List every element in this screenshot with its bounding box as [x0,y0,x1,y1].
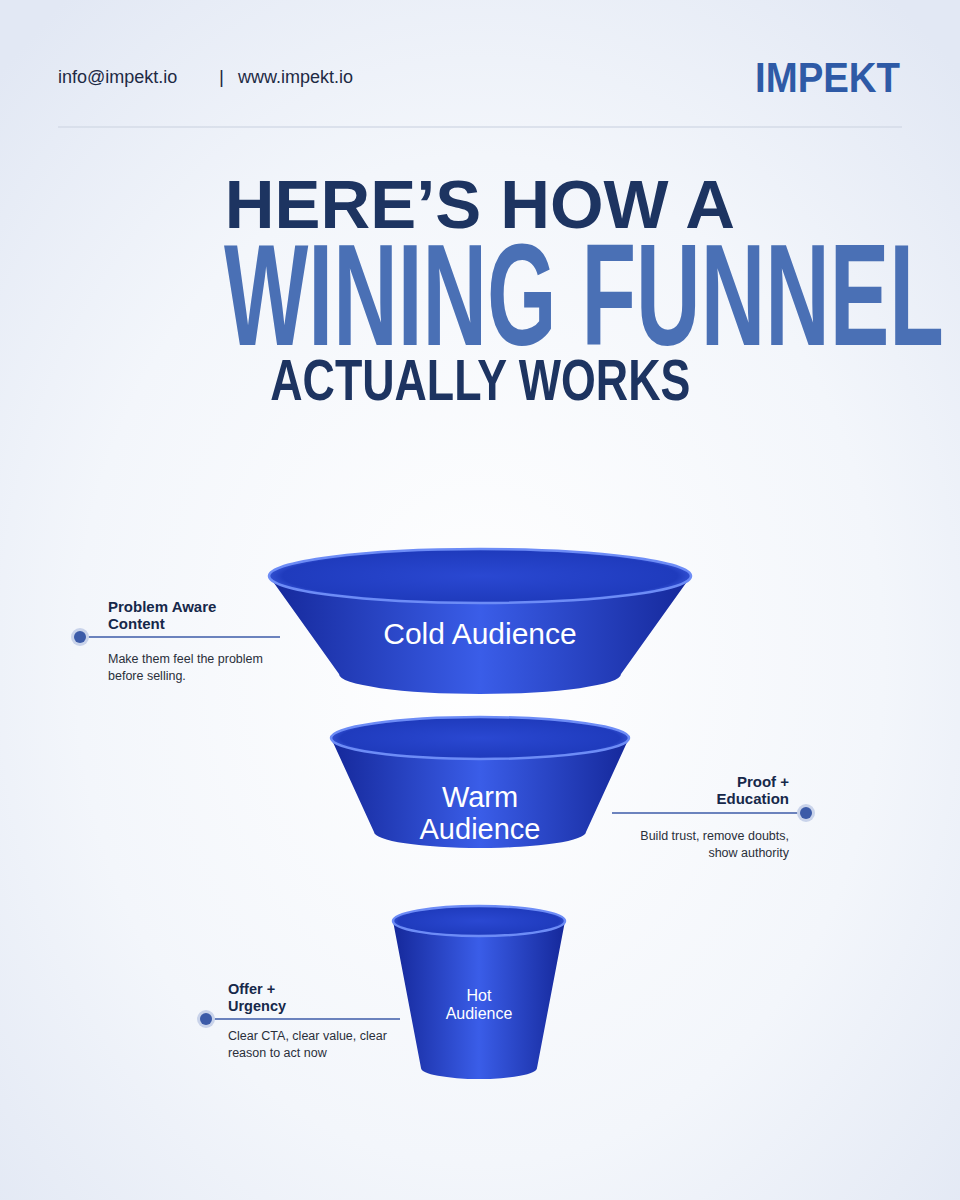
logo-text: IMPEKT [755,57,900,99]
contact-website: www.impekt.io [238,67,353,89]
funnel-rim [269,549,691,603]
leader-dot-ring [797,804,815,822]
funnel-stage: Hot Audience [392,905,566,1081]
callout-body-wrap: Build trust, remove doubts, show authori… [629,828,789,862]
callout-heading: Proof + Education [689,773,789,808]
callout-body-wrap: Make them feel the problem before sellin… [108,651,273,685]
title-emphasis: WINING FUNNEL [224,223,944,368]
callout-body: Build trust, remove doubts, show authori… [629,828,789,862]
leader-dot [800,807,812,819]
stage-label: Cold Audience [290,617,670,651]
title-line: ACTUALLY WORKS [270,351,690,409]
funnel-stage: Warm Audience [330,716,630,850]
callout-heading-wrap: Problem Aware Content [108,598,218,633]
callout-heading: Problem Aware Content [108,598,218,633]
stage-text-box: Warm Audience [330,781,630,846]
callout-body: Clear CTA, clear value, clear reason to … [228,1028,393,1062]
leader-dot [74,631,86,643]
leader-line [87,636,280,638]
leader-dot-ring [71,628,89,646]
leader-dot-ring [197,1010,215,1028]
leader-dot [200,1013,212,1025]
separator: | [219,66,224,89]
leader-line [612,812,799,814]
title-emphasis-wrap: WINING FUNNEL [0,223,960,368]
funnel-rim [331,717,629,759]
stage-label: Warm Audience [400,781,560,846]
callout-heading-wrap: Offer + Urgency [228,981,318,1014]
contact-email-wrap: info@impekt.io [58,67,177,89]
logo-text-wrap: IMPEKT [755,57,914,99]
divider-line [58,126,902,128]
stage-label: Hot Audience [439,987,519,1023]
callout-body: Make them feel the problem before sellin… [108,651,273,685]
contact-email: info@impekt.io [58,67,177,89]
funnel-body [393,921,565,1079]
funnel-stage: Cold Audience [268,548,692,696]
leader-line [213,1018,400,1020]
callout-body-wrap: Clear CTA, clear value, clear reason to … [228,1028,393,1062]
separator-wrap: | [219,66,224,89]
callout-heading: Offer + Urgency [228,981,318,1014]
contact-website-wrap: www.impekt.io [238,67,353,89]
title-line-wrap: ACTUALLY WORKS [0,351,960,409]
callout-heading-wrap: Proof + Education [689,773,789,808]
funnel-rim [393,906,565,936]
stage-text-box: Hot Audience [392,987,566,1023]
stage-text-box: Cold Audience [268,617,692,651]
